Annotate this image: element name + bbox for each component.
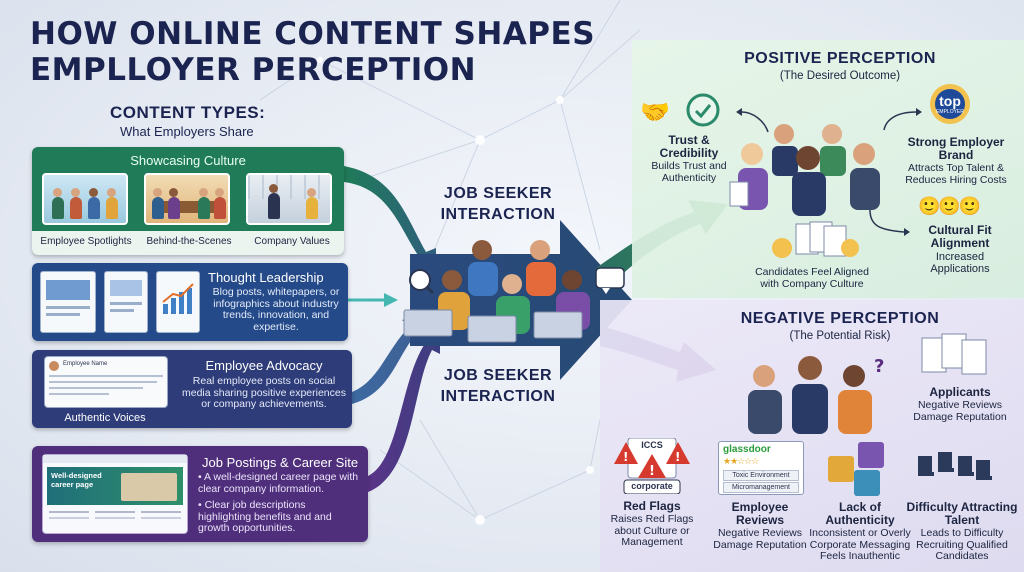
culture-card-title: Showcasing Culture — [130, 153, 246, 168]
applicants-desc: Negative Reviews Damage Reputation — [913, 399, 1007, 423]
page-title: HOW ONLINE CONTENT SHAPES EMPLLOYER PERC… — [30, 16, 596, 88]
glassdoor-review-card: glassdoor ★★☆☆☆ Toxic Environment Microm… — [718, 441, 804, 495]
review-tag-micromanagement: Micromanagement — [723, 482, 799, 493]
job-seeker-interaction-top: JOB SEEKER INTERACTION — [440, 185, 556, 223]
authentic-voices-caption: Authentic Voices — [64, 412, 146, 424]
trust-title: Trust & Credibility — [659, 133, 719, 160]
employee-advocacy-title: Employee Advocacy — [205, 358, 323, 373]
svg-text:!: ! — [675, 450, 680, 464]
svg-text:?: ? — [874, 356, 884, 377]
reviews-desc: Negative Reviews Damage Reputation — [713, 527, 807, 551]
handshake-icon: 🤝 — [640, 99, 670, 126]
thought-leadership-card: Thought Leadership Blog posts, whitepape… — [32, 263, 348, 341]
authenticity-title: Lack of Authenticity — [825, 500, 895, 527]
behind-the-scenes-image — [144, 173, 230, 225]
blog-post-icon — [40, 271, 96, 333]
fit-desc: Increased Applications — [930, 251, 990, 275]
aligned-documents-icon — [772, 221, 859, 258]
career-page-heading: Well-designed career page — [51, 471, 102, 489]
employee-advocacy-body: Real employee posts on social media shar… — [181, 375, 346, 410]
job-postings-bullet-2: • Clear job descriptions highlighting be… — [198, 499, 332, 534]
iccs-label: ICCS — [641, 440, 663, 450]
reviews-title: Employee Reviews — [731, 500, 789, 527]
positive-subtitle: (The Desired Outcome) — [779, 70, 901, 82]
top-employer-badge-icon — [930, 84, 970, 124]
content-types-subheading: What Employers Share — [120, 124, 254, 139]
rating-stars: ★★☆☆☆ — [723, 456, 759, 466]
top-employer-badge-text: top — [939, 93, 961, 109]
job-postings-bullet-1: • A well-designed career page with clear… — [198, 471, 359, 495]
difficulty-desc: Leads to Difficulty Recruiting Qualified… — [916, 527, 1008, 562]
happy-faces-icon: 🙂🙂🙂 — [918, 196, 981, 216]
puzzle-pieces-icon — [828, 442, 884, 496]
redflags-title: Red Flags — [623, 499, 681, 513]
behind-the-scenes-caption: Behind-the-Scenes — [146, 236, 232, 247]
employee-spotlights-image — [42, 173, 128, 225]
difficulty-title: Difficulty Attracting Talent — [906, 500, 1018, 527]
corporate-label: corporate — [631, 481, 673, 491]
culture-card: Showcasing Culture Employee Spotlights B… — [32, 147, 344, 255]
authenticity-desc: Inconsistent or Overly Corporate Messagi… — [809, 527, 911, 562]
warning-icons: ! ! ! — [614, 438, 690, 494]
infographic-icon — [156, 271, 200, 333]
post-employee-name: Employee Name — [63, 361, 108, 367]
positive-title: POSITIVE PERCEPTION — [744, 50, 936, 67]
glassdoor-logo: glassdoor — [723, 444, 771, 455]
job-postings-title: Job Postings & Career Site — [202, 455, 359, 470]
brand-desc: Attracts Top Talent & Reduces Hiring Cos… — [905, 162, 1007, 186]
company-values-caption: Company Values — [254, 236, 330, 247]
concerned-people-illustration: ? — [748, 356, 884, 434]
jobs-flow-arrow — [368, 326, 440, 492]
employees-group-illustration — [729, 124, 880, 216]
review-tag-toxic: Toxic Environment — [723, 470, 799, 481]
checkmark-icon — [686, 93, 720, 127]
trust-desc: Builds Trust and Authenticity — [651, 160, 727, 184]
top-employer-badge-sub: EMPLOYER — [936, 109, 964, 115]
content-types-heading: CONTENT TYPES: — [110, 103, 266, 122]
svg-text:!: ! — [623, 450, 628, 464]
aligned-desc: Candidates Feel Aligned with Company Cul… — [755, 266, 869, 290]
whitepaper-icon — [104, 271, 148, 333]
career-site-mockup: Well-designed career page — [42, 454, 188, 534]
fit-title: Cultural Fit Alignment — [928, 223, 992, 250]
employee-spotlights-caption: Employee Spotlights — [40, 236, 132, 247]
job-postings-card: Well-designed career page Job Postings &… — [32, 446, 368, 542]
social-post-mockup: Employee Name — [44, 356, 168, 408]
negative-subtitle: (The Potential Risk) — [789, 330, 891, 342]
negative-title: NEGATIVE PERCEPTION — [740, 310, 940, 327]
thought-leadership-body: Blog posts, whitepapers, or infographics… — [212, 286, 340, 333]
thought-leadership-title: Thought Leadership — [208, 270, 324, 285]
empty-chairs-icon — [918, 452, 992, 480]
employee-advocacy-card: Employee Name Authentic Voices Employee … — [32, 350, 352, 428]
job-seekers-illustration — [403, 240, 625, 343]
applicant-documents-icon — [921, 333, 987, 375]
redflags-desc: Raises Red Flags about Culture or Manage… — [610, 513, 694, 548]
svg-text:!: ! — [649, 464, 655, 479]
brand-title: Strong Employer Brand — [907, 135, 1005, 162]
company-values-image — [246, 173, 332, 225]
job-seeker-interaction-bottom: JOB SEEKER INTERACTION — [440, 367, 556, 405]
applicants-title: Applicants — [929, 385, 991, 399]
